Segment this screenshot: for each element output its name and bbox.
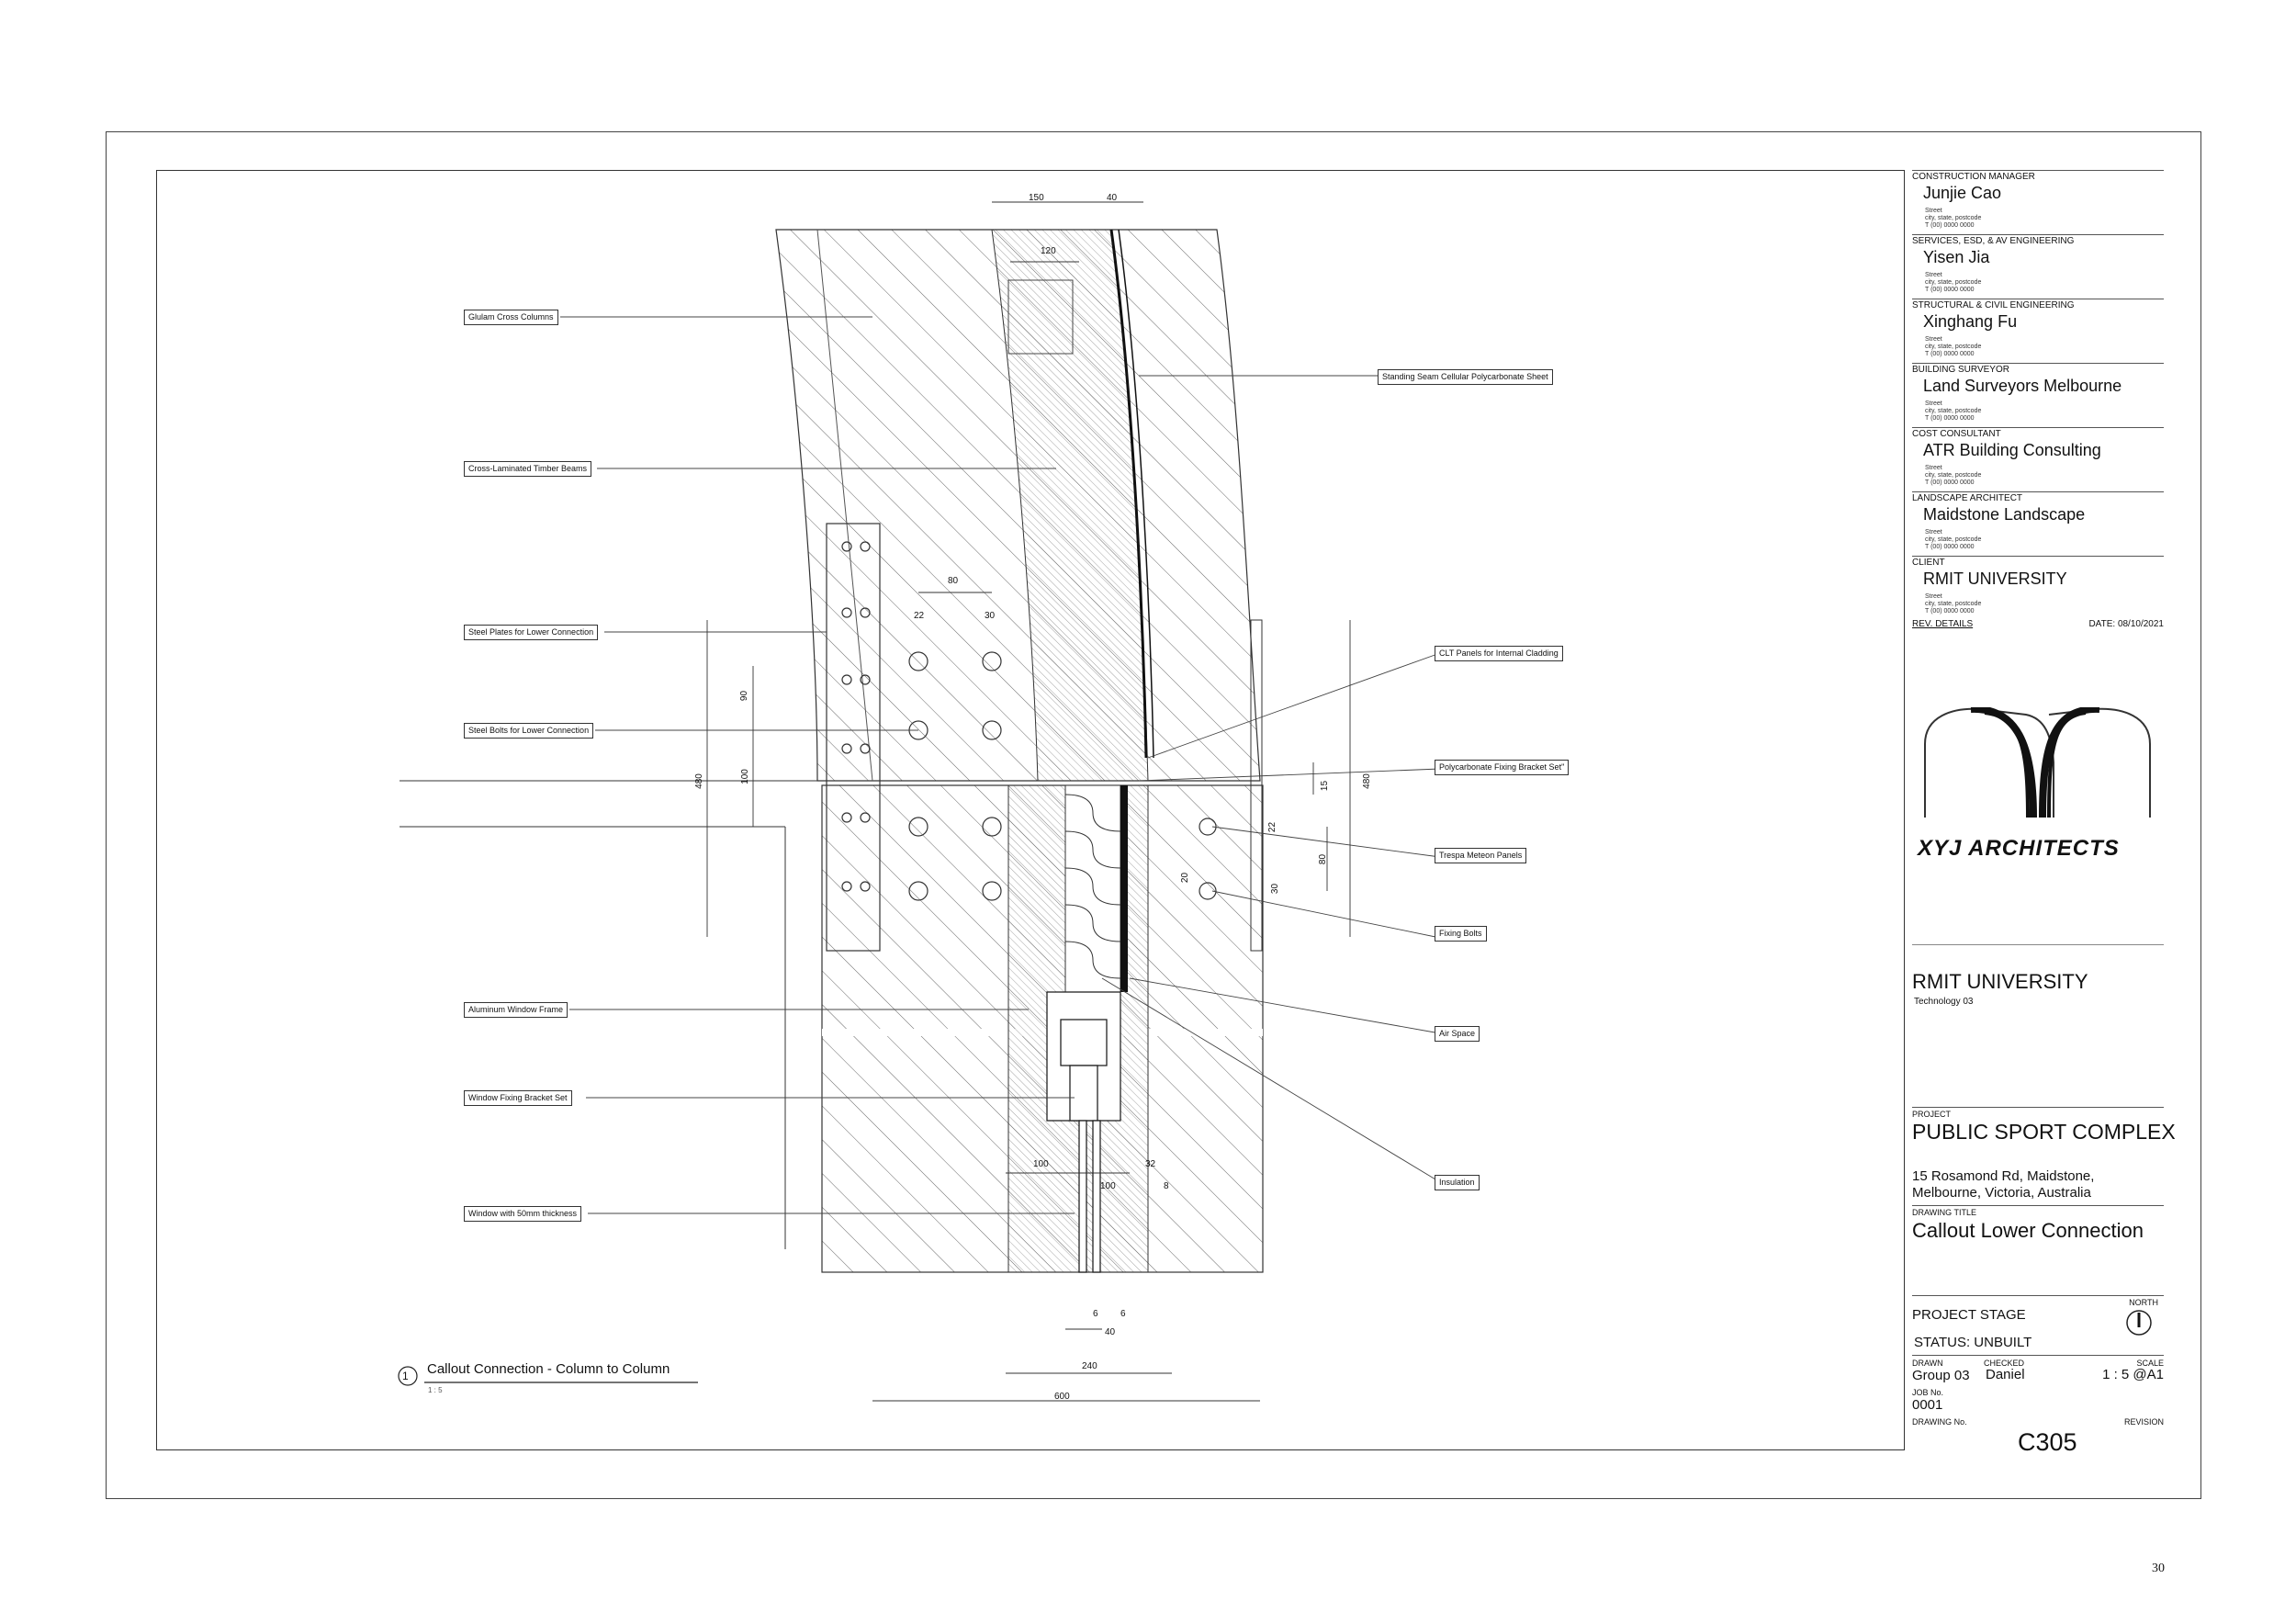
drawing-frame [156, 170, 1905, 1450]
dim-20: 20 [1180, 872, 1191, 884]
label-steel-bolts: Steel Bolts for Lower Connection [464, 723, 594, 739]
trespa-panel [1120, 785, 1128, 992]
label-insulation: Insulation [1435, 1175, 1480, 1190]
label-alu-frame: Aluminum Window Frame [464, 1002, 568, 1018]
checked-by: Daniel [1986, 1367, 2025, 1382]
dim-15: 15 [1320, 780, 1331, 792]
dim-150: 150 [1029, 193, 1044, 203]
dim-480-right: 480 [1361, 773, 1372, 789]
insulation-pattern [1064, 794, 1121, 979]
callout-scale: 1 : 5 [428, 1386, 443, 1394]
rev-details: REV. DETAILS [1912, 619, 1974, 629]
label-window-bracket: Window Fixing Bracket Set [464, 1090, 572, 1106]
section-drawing [398, 201, 1441, 1402]
drawing-title: Callout Lower Connection [1912, 1219, 2144, 1242]
dim-30-right: 30 [1270, 883, 1281, 895]
logo-text: XYJ ARCHITECTS [1918, 836, 2120, 861]
consultant-1: SERVICES, ESD, & AV ENGINEERING Yisen Ji… [1912, 234, 2164, 299]
consultant-4: COST CONSULTANT ATR Building Consulting … [1912, 427, 2164, 492]
north-arrow-icon [2126, 1310, 2152, 1336]
university: RMIT UNIVERSITY [1912, 970, 2088, 993]
xyj-logo-icon [1924, 707, 2151, 818]
dim-30: 30 [985, 611, 996, 621]
steel-plate [826, 523, 881, 952]
label-clt-panels: CLT Panels for Internal Cladding [1435, 646, 1563, 661]
dim-240: 240 [1082, 1361, 1097, 1371]
dim-120: 120 [1041, 246, 1056, 256]
dim-100-a: 100 [1033, 1159, 1049, 1169]
stage-section: PROJECT STAGE NORTH STATUS: UNBUILT [1912, 1295, 2164, 1351]
north-label: NORTH [2129, 1298, 2158, 1307]
dim-80: 80 [948, 576, 959, 586]
project-name: PUBLIC SPORT COMPLEX [1912, 1120, 2176, 1144]
dim-8: 8 [1164, 1181, 1169, 1191]
dim-22-right: 22 [1267, 821, 1278, 833]
label-window-50: Window with 50mm thickness [464, 1206, 582, 1222]
right-plate [1250, 619, 1263, 952]
consultant-5: LANDSCAPE ARCHITECT Maidstone Landscape … [1912, 491, 2164, 557]
university-section: RMIT UNIVERSITY Technology 03 [1912, 944, 2164, 1092]
dim-6-a: 6 [1093, 1309, 1098, 1319]
label-glulam: Glulam Cross Columns [464, 310, 558, 325]
label-fixing-bolts: Fixing Bolts [1435, 926, 1487, 942]
dim-100-b: 100 [1100, 1181, 1116, 1191]
dim-80-right: 80 [1318, 853, 1329, 865]
dim-600: 600 [1054, 1392, 1070, 1402]
project-address-2: Melbourne, Victoria, Australia [1912, 1185, 2091, 1201]
consultant-3: BUILDING SURVEYOR Land Surveyors Melbour… [1912, 363, 2164, 428]
project-address-1: 15 Rosamond Rd, Maidstone, [1912, 1168, 2095, 1184]
project-section: PROJECT PUBLIC SPORT COMPLEX 15 Rosamond… [1912, 1107, 2176, 1211]
label-polycarbonate-sheet: Standing Seam Cellular Polycarbonate She… [1378, 369, 1553, 385]
rev-date: DATE: 08/10/2021 [2088, 619, 2164, 629]
leader-lines [560, 316, 1441, 1214]
steel-block [1007, 279, 1074, 355]
page-number: 30 [2152, 1562, 2165, 1575]
consultant-2: STRUCTURAL & CIVIL ENGINEERING Xinghang … [1912, 299, 2164, 364]
dim-480-left: 480 [693, 773, 704, 789]
dim-90: 90 [739, 690, 750, 702]
dim-100-vertical: 100 [739, 769, 750, 784]
course: Technology 03 [1914, 997, 1974, 1007]
dim-40-bottom: 40 [1105, 1327, 1116, 1337]
drawing-title-section: DRAWING TITLE Callout Lower Connection [1912, 1205, 2164, 1280]
drawing-number-section: DRAWING No. REVISION C305 [1912, 1417, 2164, 1456]
status: STATUS: UNBUILT [1914, 1335, 2032, 1350]
project-stage-label: PROJECT STAGE [1912, 1307, 2026, 1323]
column-inner-line [816, 229, 873, 782]
drawing-title-label: DRAWING TITLE [1912, 1208, 1977, 1217]
label-air-space: Air Space [1435, 1026, 1480, 1042]
window-frame [1046, 991, 1121, 1273]
drawn-by: Group 03 [1912, 1368, 1970, 1383]
label-clt-beams: Cross-Laminated Timber Beams [464, 461, 592, 477]
callout-number: 1 [402, 1370, 409, 1382]
drawn-section: DRAWN CHECKED SCALE Group 03 Daniel 1 : … [1912, 1355, 2164, 1420]
job-number: 0001 [1912, 1397, 1943, 1413]
callout-title: Callout Connection - Column to Column [427, 1361, 670, 1377]
bolt-group [841, 541, 1217, 901]
dim-32: 32 [1145, 1159, 1156, 1169]
drawing-number: C305 [2018, 1428, 2077, 1456]
label-polycarbonate-bracket: Polycarbonate Fixing Bracket Set" [1435, 760, 1570, 775]
label-steel-plates: Steel Plates for Lower Connection [464, 625, 599, 640]
callout-circle [398, 1366, 418, 1386]
sheet-border [106, 131, 2201, 1499]
dimension-lines [706, 201, 1351, 1402]
dim-22: 22 [914, 611, 925, 621]
project-label: PROJECT [1912, 1110, 1952, 1119]
scale: 1 : 5 @A1 [2102, 1367, 2164, 1382]
dim-40-top: 40 [1107, 193, 1118, 203]
label-trespa: Trespa Meteon Panels [1435, 848, 1527, 863]
polycarbonate-sheet [1109, 229, 1148, 759]
dim-6-b: 6 [1120, 1309, 1126, 1319]
